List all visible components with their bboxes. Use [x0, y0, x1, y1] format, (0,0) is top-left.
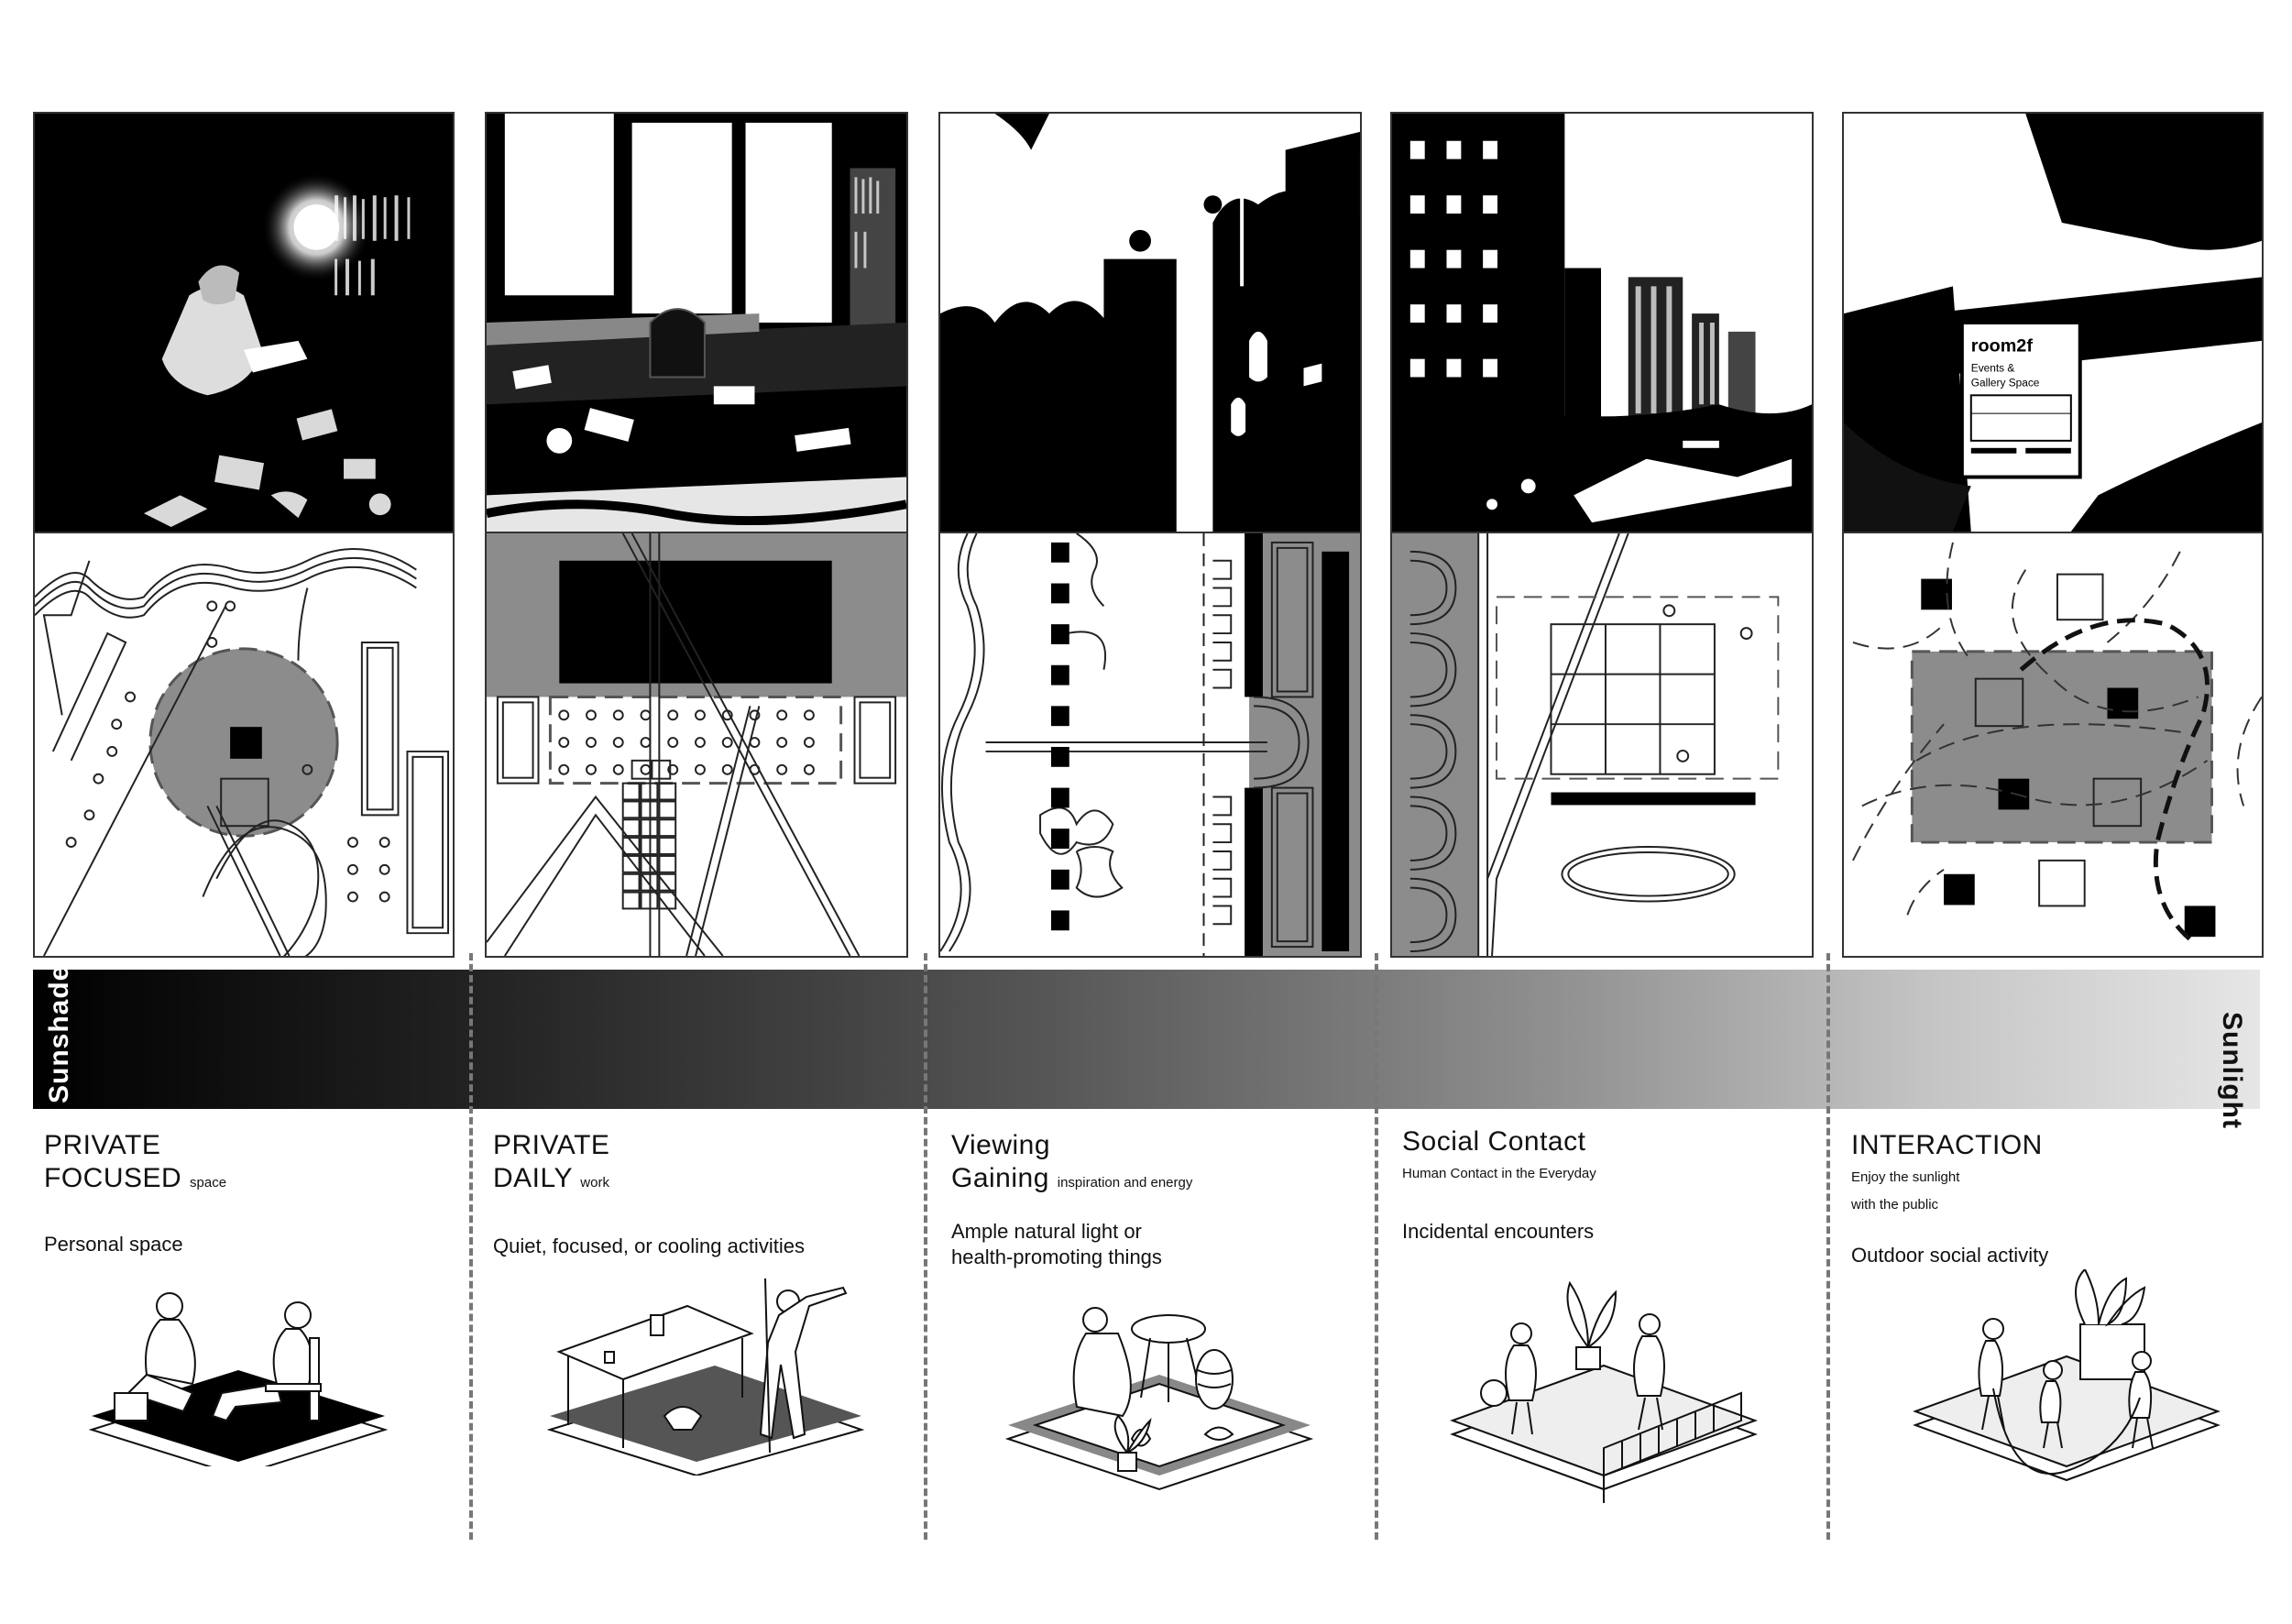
svg-text:Gallery Space: Gallery Space: [1971, 376, 2040, 389]
col1-heading: PRIVATE FOCUSED space: [44, 1130, 227, 1193]
sunlight-gradient-bar: [33, 970, 2260, 1109]
column-divider: [1375, 953, 1378, 1540]
col5-heading: INTERACTION: [1851, 1130, 2043, 1160]
illustration-balcony-meeting: [1439, 1274, 1769, 1512]
illustration-desk-window-cleaning: [532, 1278, 880, 1476]
sunlight-label: Sunlight: [2217, 1012, 2247, 1129]
sunshade-label: Sunshade: [44, 964, 74, 1103]
col4-description: Incidental encounters: [1402, 1220, 1595, 1243]
illustration-reading-pair: [73, 1283, 403, 1466]
illustration-jump-rope-play: [1902, 1269, 2232, 1498]
col1-description: Personal space: [44, 1233, 183, 1256]
column-divider: [1826, 953, 1830, 1540]
column-divider: [469, 953, 473, 1540]
plan-private-daily: [485, 532, 908, 958]
plan-private-focused: [33, 532, 455, 958]
col4-heading: Social Contact: [1402, 1126, 1586, 1157]
col2-description: Quiet, focused, or cooling activities: [493, 1234, 805, 1257]
svg-text:room2f: room2f: [1971, 336, 2034, 357]
plan-interaction: [1842, 532, 2264, 958]
col3-heading: Viewing Gaining inspiration and energy: [951, 1130, 1193, 1193]
column-divider: [924, 953, 927, 1540]
photo-office-desk: [485, 112, 908, 533]
col3-description: Ample natural light or health-promoting …: [951, 1220, 1162, 1268]
plan-social-contact: [1390, 532, 1814, 958]
room2f-sign: room2f Events & Gallery Space: [1959, 321, 2082, 479]
col4-subtitle: Human Contact in the Everyday: [1402, 1166, 1596, 1181]
col5-subtitle: Enjoy the sunlight with the public: [1851, 1169, 1960, 1213]
plan-viewing: [938, 532, 1362, 958]
photo-study-night: [33, 112, 455, 533]
photo-signboard-sunlight: room2f Events & Gallery Space: [1842, 112, 2264, 533]
col2-heading: PRIVATE DAILY work: [493, 1130, 610, 1193]
photo-street-buildings: [1390, 112, 1814, 533]
svg-text:Events &: Events &: [1971, 362, 2015, 375]
col5-description: Outdoor social activity: [1851, 1244, 2049, 1267]
photo-courtyard-trees: [938, 112, 1362, 533]
illustration-rug-plants: [994, 1278, 1324, 1498]
